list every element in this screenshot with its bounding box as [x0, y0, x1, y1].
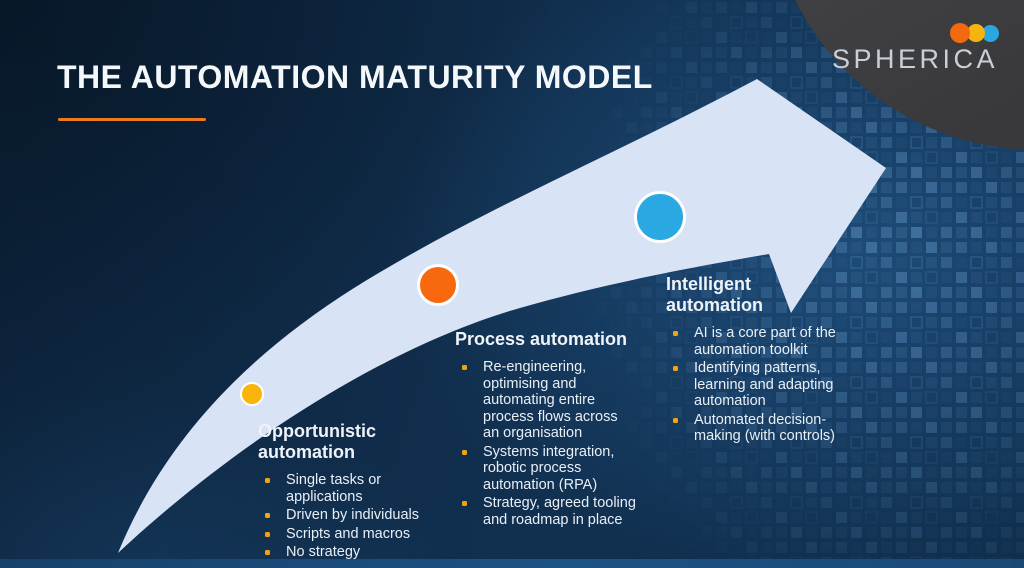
- bullet-text: Identifying patterns, learning and adapt…: [694, 360, 834, 409]
- bullet-text: Systems integration, robotic process aut…: [483, 443, 615, 493]
- stage-bullet-list: Re-engineering, optimising and automatin…: [455, 359, 645, 528]
- logo-dots-icon: [950, 23, 999, 43]
- bullet-text: AI is a core part of the automation tool…: [694, 325, 836, 358]
- bullet-text: Driven by individuals: [286, 507, 419, 523]
- stage-block-opportunistic: Opportunistic automation Single tasks or…: [258, 421, 448, 563]
- list-item: Strategy, agreed tooling and roadmap in …: [455, 495, 645, 528]
- list-item: Single tasks or applications: [258, 472, 448, 505]
- stage-block-process: Process automation Re-engineering, optim…: [455, 329, 645, 530]
- stage-block-intelligent: Intelligent automation AI is a core part…: [666, 274, 861, 447]
- stage-title: Opportunistic automation: [258, 421, 376, 462]
- stage-marker-opportunistic: [240, 382, 264, 406]
- title-underline: [58, 118, 206, 121]
- bullet-text: No strategy: [286, 544, 361, 560]
- stage-title: Intelligent automation: [666, 274, 763, 315]
- bullet-text: Strategy, agreed tooling and roadmap in …: [483, 495, 636, 528]
- stage-marker-intelligent: [634, 191, 686, 243]
- bullet-dot-icon: [673, 366, 678, 371]
- list-item: Driven by individuals: [258, 507, 448, 524]
- bullet-text: Re-engineering, optimising and automatin…: [483, 359, 618, 441]
- bullet-text: Automated decision- making (with control…: [694, 411, 836, 445]
- list-item: No strategy: [258, 544, 448, 561]
- list-item: Systems integration, robotic process aut…: [455, 444, 645, 494]
- bullet-dot-icon: [462, 449, 467, 455]
- logo-dot-amber-icon: [967, 24, 985, 42]
- stage-bullet-list: AI is a core part of the automation tool…: [666, 325, 861, 445]
- bullet-dot-icon: [265, 550, 270, 555]
- logo-dot-orange-icon: [950, 23, 970, 43]
- bullet-dot-icon: [673, 331, 678, 336]
- list-item: AI is a core part of the automation tool…: [666, 325, 861, 358]
- list-item: Re-engineering, optimising and automatin…: [455, 359, 645, 442]
- logo-dot-blue-icon: [982, 24, 999, 42]
- bullet-dot-icon: [673, 417, 678, 423]
- spherica-logo: SPHERICA: [764, 0, 1024, 110]
- bullet-text: Single tasks or applications: [286, 472, 382, 505]
- bullet-dot-icon: [265, 531, 270, 537]
- stage-bullet-list: Single tasks or applications Driven by i…: [258, 472, 448, 561]
- bullet-dot-icon: [462, 501, 467, 506]
- stage-title: Process automation: [455, 329, 628, 349]
- bullet-dot-icon: [265, 513, 270, 518]
- list-item: Automated decision- making (with control…: [666, 412, 861, 445]
- page-title: THE AUTOMATION MATURITY MODEL: [57, 59, 653, 95]
- bullet-dot-icon: [462, 365, 467, 370]
- list-item: Scripts and macros: [258, 526, 448, 543]
- bullet-text: Scripts and macros: [286, 525, 411, 542]
- bullet-dot-icon: [265, 478, 270, 483]
- list-item: Identifying patterns, learning and adapt…: [666, 360, 861, 410]
- stage-marker-process: [417, 264, 459, 306]
- logo-wordmark: SPHERICA: [831, 44, 998, 74]
